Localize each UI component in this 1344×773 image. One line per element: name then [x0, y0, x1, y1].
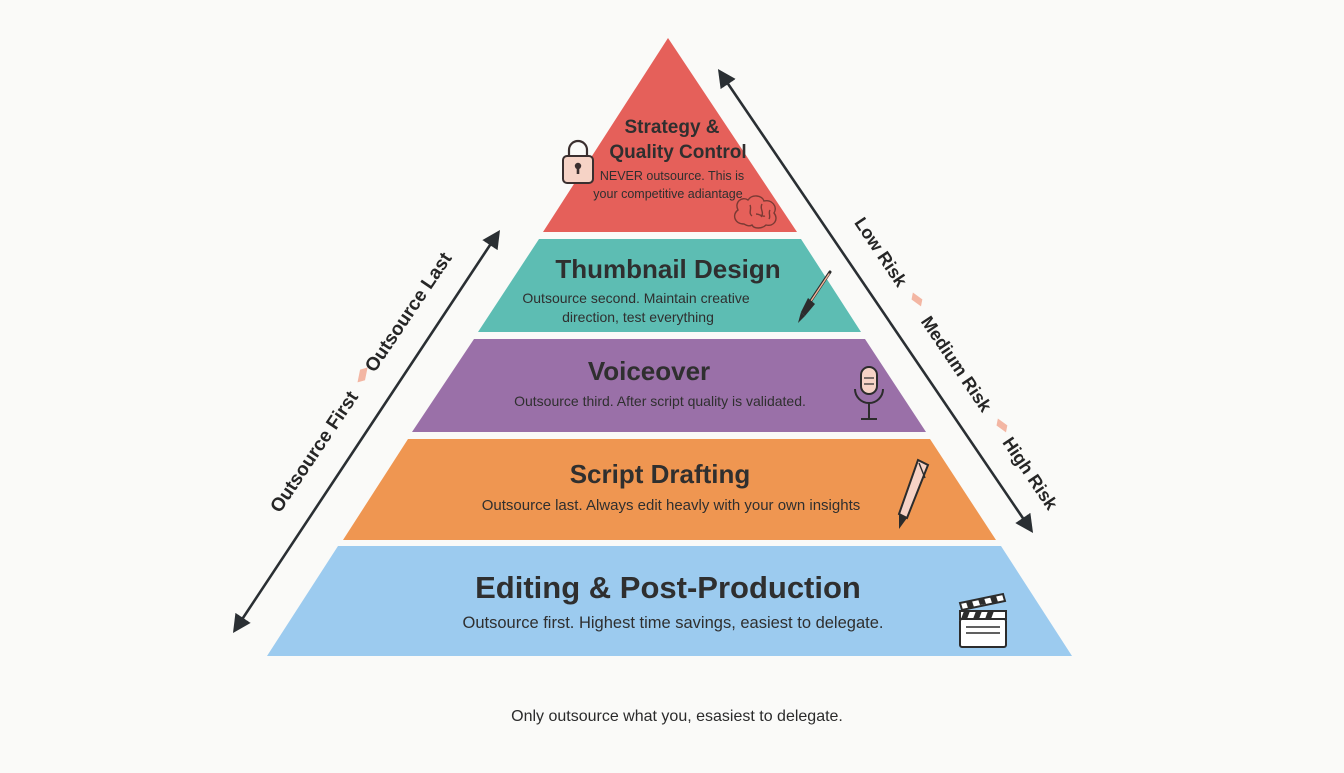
left-axis-separator-icon [357, 367, 368, 383]
lock-icon [562, 139, 594, 184]
thumbnail-desc-line2: direction, test everything [562, 309, 714, 325]
strategy-desc-line2: your competitive adiantage [593, 187, 742, 201]
right-axis-part3: High Risk [999, 433, 1063, 514]
strategy-title-line2: Quality Control [609, 142, 746, 163]
left-axis-arrow [232, 229, 501, 634]
strategy-desc-line1: NEVER outsource. This is [600, 169, 744, 183]
script-desc: Outsource last. Always edit heavly with … [482, 497, 861, 514]
editing-desc: Outsource first. Highest time savings, e… [463, 614, 884, 632]
footer-note: Only outsource what you, esasiest to del… [511, 708, 843, 725]
clapperboard-icon [958, 592, 1007, 648]
left-axis-part1: Outsource First [266, 387, 363, 517]
strategy-title-line1: Strategy & [624, 117, 719, 138]
right-axis-separator-icon-1 [911, 292, 923, 307]
thumbnail-desc-line1: Outsource second. Maintain creative [522, 290, 749, 306]
right-axis-separator-icon-2 [996, 418, 1008, 433]
voiceover-desc: Outsource third. After script quality is… [514, 393, 806, 409]
right-axis-arrow [717, 68, 1034, 534]
thumbnail-title: Thumbnail Design [555, 254, 780, 284]
voiceover-title: Voiceover [588, 356, 710, 386]
tier-script [343, 439, 996, 540]
right-axis-part2: Medium Risk [917, 312, 996, 416]
editing-title: Editing & Post-Production [475, 570, 861, 605]
left-axis-part2: Outsource Last [361, 248, 457, 376]
script-title: Script Drafting [570, 459, 751, 489]
